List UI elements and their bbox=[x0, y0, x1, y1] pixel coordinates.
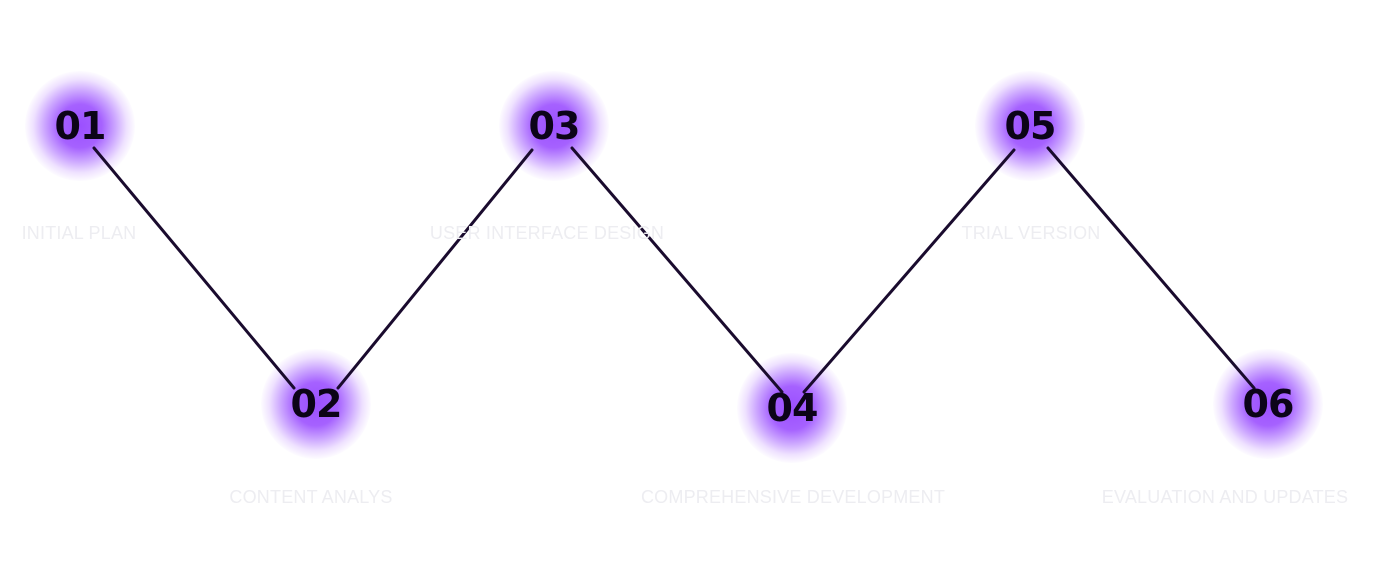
connector-line bbox=[92, 146, 296, 390]
step-number: 03 bbox=[528, 104, 581, 148]
step-label: EVALUATION AND UPDATES bbox=[1101, 487, 1349, 507]
connector-line bbox=[570, 146, 784, 394]
step-label: USER INTERFACE DESIGN bbox=[429, 223, 665, 243]
step-glow bbox=[1213, 349, 1323, 459]
step-label: TRIAL VERSION bbox=[961, 223, 1101, 243]
step-label: INITIAL PLAN bbox=[21, 223, 137, 243]
step-number: 05 bbox=[1004, 104, 1057, 148]
step-label: CONTENT ANALYS bbox=[229, 487, 393, 507]
step-number: 02 bbox=[290, 382, 343, 426]
step-number: 01 bbox=[54, 104, 107, 148]
step-glow bbox=[975, 71, 1085, 181]
step-glow bbox=[25, 71, 135, 181]
connector-line bbox=[336, 148, 534, 390]
step-glow bbox=[499, 71, 609, 181]
step-number: 06 bbox=[1242, 382, 1295, 426]
step-glow bbox=[737, 353, 847, 463]
step-glow bbox=[261, 349, 371, 459]
step-number: 04 bbox=[766, 386, 819, 430]
step-label: COMPREHENSIVE DEVELOPMENT bbox=[640, 487, 946, 507]
connector-line bbox=[1046, 146, 1256, 390]
connector-line bbox=[802, 148, 1016, 394]
